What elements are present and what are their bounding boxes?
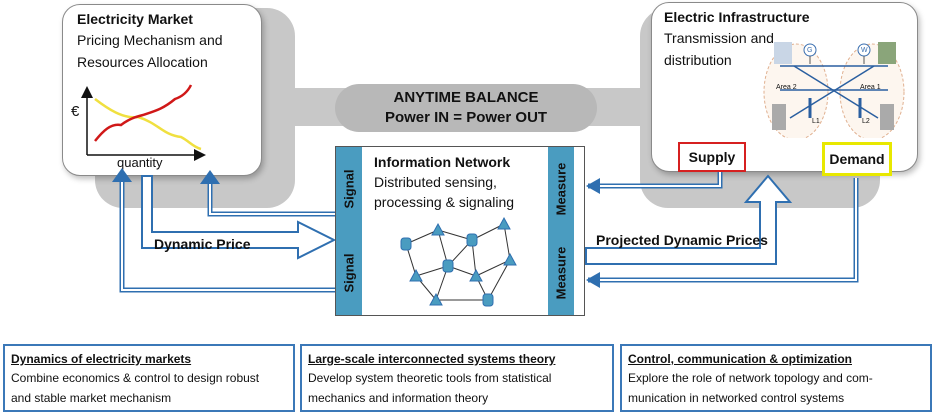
area1-label: Area 1 xyxy=(860,84,881,92)
gen-w-label: W xyxy=(861,47,868,54)
balance-label: ANYTIME BALANCE Power IN = Power OUT xyxy=(335,88,597,128)
area2-label: Area 2 xyxy=(776,84,797,92)
signal-to-market-inner xyxy=(207,182,336,217)
network-title: Information Network xyxy=(374,154,511,170)
box-control-heading: Control, communication & optimization xyxy=(628,352,852,366)
measure-bar-bottom: Measure xyxy=(548,231,574,315)
box-control-line1: Explore the role of network topology and… xyxy=(628,371,873,385)
network-text: Information Network Distributed sensing,… xyxy=(374,152,514,212)
box-market-line2: and stable market mechanism xyxy=(11,391,172,405)
node-cylinder xyxy=(482,293,494,307)
electricity-market-card: Electricity Market Pricing Mechanism and… xyxy=(62,4,262,176)
node-triangle xyxy=(409,268,423,282)
supply-box: Supply xyxy=(678,142,746,172)
load2-label: L2 xyxy=(862,118,870,125)
information-network-panel xyxy=(335,146,585,316)
network-line1: Distributed sensing, xyxy=(374,174,497,190)
market-line2: Resources Allocation xyxy=(77,54,208,70)
balance-line2: Power IN = Power OUT xyxy=(384,109,548,126)
y-unit-label: € xyxy=(71,103,80,120)
supply-to-measure xyxy=(588,172,723,189)
network-graph xyxy=(400,216,517,307)
node-triangle xyxy=(429,292,443,306)
supply-curve xyxy=(94,84,193,142)
dynamic-price-label: Dynamic Price xyxy=(154,236,251,252)
gen-g-label: G xyxy=(807,47,813,54)
supply-demand-chart xyxy=(81,84,206,161)
building-left-icon xyxy=(772,104,786,130)
measure-bottom-text: Measure xyxy=(553,246,569,300)
node-cylinder xyxy=(400,237,412,251)
infra-title: Electric Infrastructure xyxy=(664,9,810,25)
market-title: Electricity Market xyxy=(77,11,193,27)
node-cylinder xyxy=(442,259,454,273)
projected-prices-arrow xyxy=(585,174,793,265)
node-triangle xyxy=(497,216,511,230)
box-market-line1: Combine economics & control to design ro… xyxy=(11,371,260,385)
market-line1: Pricing Mechanism and xyxy=(77,32,223,48)
node-triangle xyxy=(431,222,445,236)
plant-icon xyxy=(774,42,792,64)
signal-top-text: Signal xyxy=(341,169,357,209)
balance-line1: ANYTIME BALANCE xyxy=(393,89,539,106)
infra-line1: Transmission and xyxy=(664,30,774,46)
box-market-dynamics: Dynamics of electricity markets Combine … xyxy=(3,344,295,412)
signal-bottom-text: Signal xyxy=(341,253,357,293)
node-cylinder xyxy=(466,233,478,247)
box-systems-heading: Large-scale interconnected systems theor… xyxy=(308,352,556,366)
area2-text: Area 2 xyxy=(776,84,797,91)
network-line2: processing & signaling xyxy=(374,194,515,210)
box-systems-theory: Large-scale interconnected systems theor… xyxy=(300,344,614,412)
building-right-icon xyxy=(880,104,894,130)
signal-bar-bottom: Signal xyxy=(336,231,362,315)
grid-illustration xyxy=(763,42,905,138)
arrows-layer xyxy=(112,168,859,293)
measure-bar-top: Measure xyxy=(548,147,574,231)
box-systems-line2: mechanics and information theory xyxy=(308,391,489,405)
demand-curve xyxy=(94,98,202,151)
box-control: Control, communication & optimization Ex… xyxy=(620,344,932,412)
x-axis-label: quantity xyxy=(117,155,163,170)
projected-prices-label: Projected Dynamic Prices xyxy=(596,232,768,248)
measure-top-text: Measure xyxy=(553,162,569,216)
load1-label: L1 xyxy=(812,118,820,125)
demand-box: Demand xyxy=(822,142,892,176)
box-control-line2: munication in networked control systems xyxy=(628,391,845,405)
signal-bar-top: Signal xyxy=(336,147,362,231)
node-triangle xyxy=(503,252,517,266)
node-triangle xyxy=(469,268,483,282)
box-systems-line1: Develop system theoretic tools from stat… xyxy=(308,371,552,385)
box-market-heading: Dynamics of electricity markets xyxy=(11,352,192,366)
windfarm-icon xyxy=(878,42,896,64)
area1-text: Area 1 xyxy=(860,84,881,91)
dynamic-price-arrow xyxy=(141,175,337,260)
infra-line2: distribution xyxy=(664,52,732,68)
